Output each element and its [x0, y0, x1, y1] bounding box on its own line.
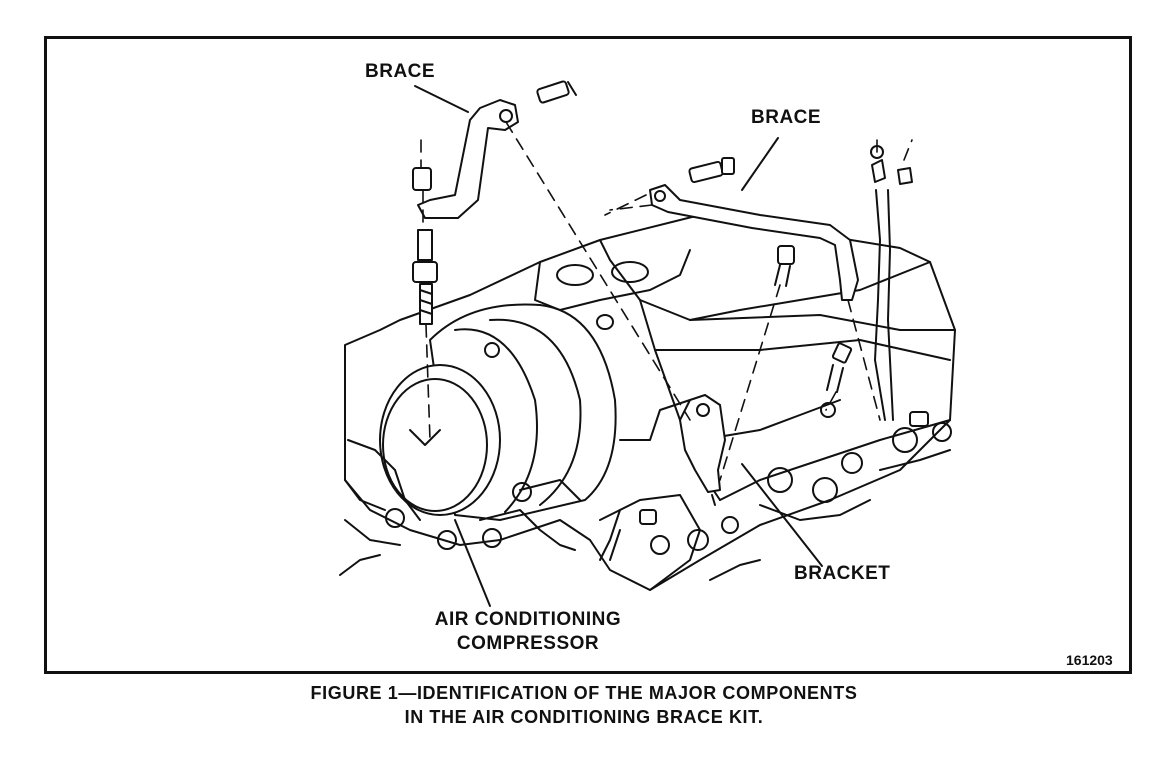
caption-line-1: FIGURE 1—IDENTIFICATION OF THE MAJOR COM…	[310, 683, 858, 703]
figure-number: 161203	[1066, 652, 1113, 668]
right-hardware-drawing	[774, 145, 913, 421]
compressor-drawing	[339, 303, 617, 576]
bracket-drawing	[679, 394, 726, 506]
figure-caption: FIGURE 1—IDENTIFICATION OF THE MAJOR COM…	[0, 681, 1168, 729]
label-compressor-line1: AIR CONDITIONING	[434, 609, 622, 630]
left-brace-drawing	[412, 80, 577, 325]
label-brace-right: BRACE	[751, 107, 822, 128]
alignment-dashes	[420, 121, 913, 481]
label-brace-left: BRACE	[365, 61, 436, 82]
label-bracket: BRACKET	[794, 563, 891, 584]
caption-line-2: IN THE AIR CONDITIONING BRACE KIT.	[404, 707, 764, 727]
right-brace-drawing	[649, 157, 859, 301]
label-compressor-line2: COMPRESSOR	[456, 633, 600, 654]
leader-lines	[414, 85, 823, 607]
